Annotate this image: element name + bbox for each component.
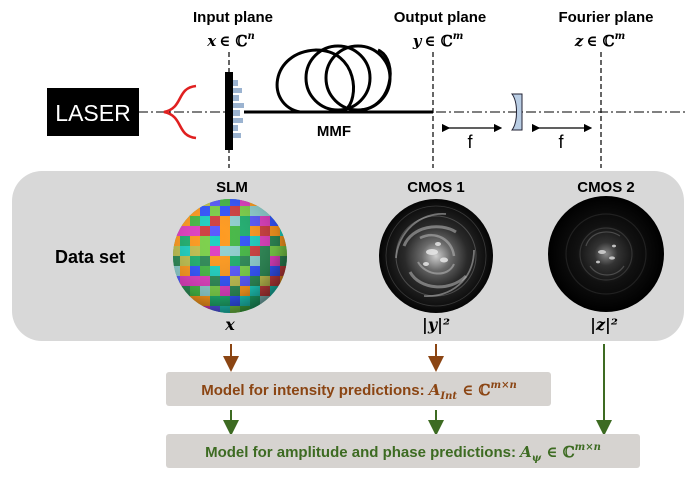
- input-plane-expr: x∈ ℂn: [206, 31, 255, 50]
- dataset-panel: [12, 171, 684, 341]
- amplitude-phase-model-text: Model for amplitude and phase prediction…: [205, 442, 601, 464]
- slm-column-title: SLM: [216, 179, 248, 196]
- laser-label: LASER: [55, 100, 130, 126]
- cmos2-farfield-image: [548, 196, 664, 312]
- laser-box: [47, 88, 139, 136]
- output-plane-title: Output plane: [394, 9, 487, 26]
- cmos2-caption: |z|²: [590, 315, 618, 334]
- fourier-plane-expr: z∈ ℂm: [574, 31, 625, 50]
- cmos2-column-title: CMOS 2: [577, 179, 635, 196]
- focal-label-2: f: [558, 132, 564, 152]
- fourier-plane-title: Fourier plane: [558, 9, 653, 26]
- slm-device-icon: [225, 72, 244, 150]
- dataset-title: Data set: [55, 247, 125, 267]
- lens-icon: [511, 93, 523, 131]
- input-plane-title: Input plane: [193, 9, 273, 26]
- focal-label-1: f: [467, 132, 473, 152]
- amplitude-phase-model-box: [166, 434, 640, 468]
- fiber-coil-icon: [244, 44, 433, 114]
- slm-caption: x: [224, 315, 235, 334]
- intensity-model-box: [166, 372, 551, 406]
- intensity-model-text: Model for intensity predictions: AInt ∈ …: [201, 380, 516, 402]
- fiber-label: MMF: [317, 123, 351, 140]
- cmos1-caption: |y|²: [422, 315, 450, 334]
- output-plane-expr: y∈ ℂm: [412, 31, 464, 50]
- cmos1-column-title: CMOS 1: [407, 179, 465, 196]
- cmos1-speckle-image: [379, 199, 493, 313]
- gaussian-pulse-icon: [163, 84, 197, 140]
- slm-pattern-image: [173, 199, 287, 313]
